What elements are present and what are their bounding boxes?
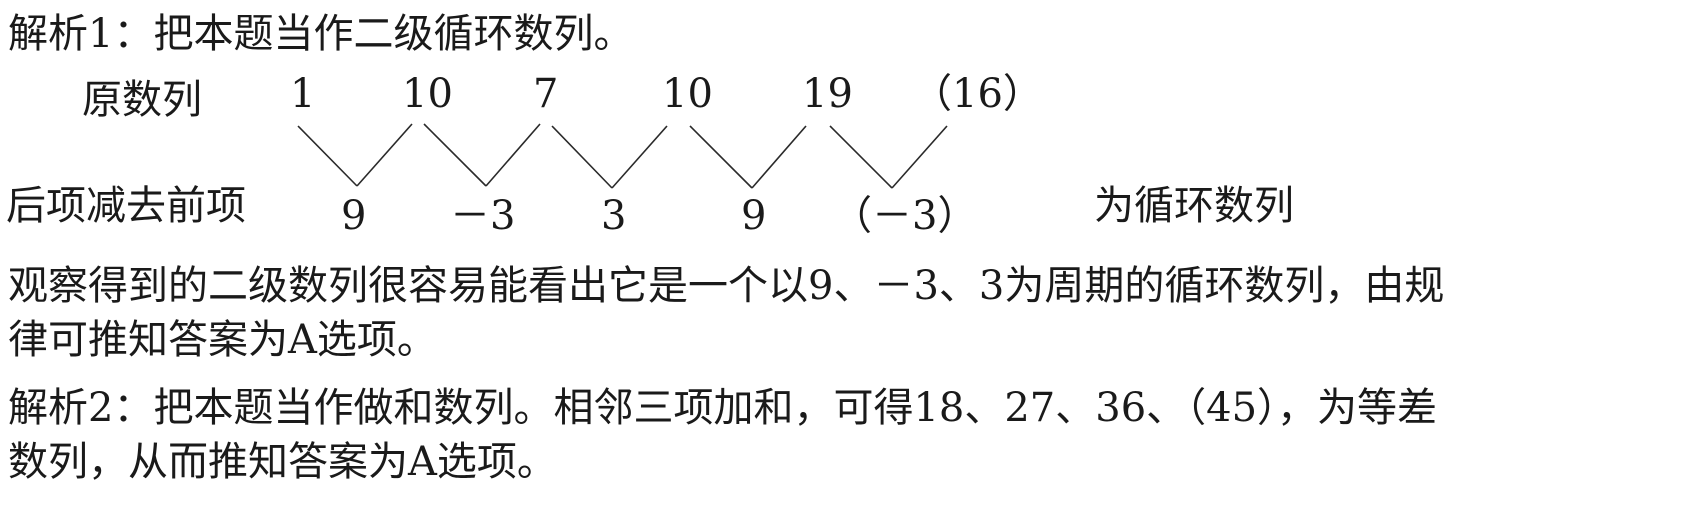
connector-line bbox=[551, 125, 613, 189]
connector-line bbox=[891, 125, 948, 189]
connector-line bbox=[297, 125, 358, 187]
connector-line bbox=[751, 125, 807, 189]
original-sequence-label: 原数列 bbox=[82, 77, 202, 123]
difference-term-3: 3 bbox=[601, 193, 627, 239]
solution1-explanation-line1: 观察得到的二级数列很容易能看出它是一个以9、－3、3为周期的循环数列，由规 bbox=[8, 263, 1445, 309]
connector-line bbox=[423, 123, 487, 187]
original-term-2: 10 bbox=[402, 71, 453, 117]
cyclic-sequence-note: 为循环数列 bbox=[1094, 183, 1294, 229]
solution1-heading: 解析1：把本题当作二级循环数列。 bbox=[8, 11, 634, 57]
connector-line bbox=[356, 123, 413, 187]
original-term-4: 10 bbox=[662, 71, 713, 117]
solution2-line2: 数列，从而推知答案为A选项。 bbox=[8, 439, 557, 485]
difference-sequence-label: 后项减去前项 bbox=[6, 183, 246, 229]
solution1-explanation-line2: 律可推知答案为A选项。 bbox=[8, 317, 437, 363]
connector-line bbox=[829, 125, 893, 189]
connector-line bbox=[689, 125, 753, 189]
original-term-5: 19 bbox=[802, 71, 853, 117]
difference-term-4: 9 bbox=[741, 193, 767, 239]
original-term-6: （16） bbox=[912, 71, 1043, 117]
difference-term-2: －3 bbox=[450, 193, 516, 239]
difference-term-1: 9 bbox=[341, 193, 367, 239]
original-term-3: 7 bbox=[533, 71, 559, 117]
connector-line bbox=[611, 125, 668, 189]
difference-term-5: （－3） bbox=[832, 193, 978, 239]
connector-line bbox=[485, 123, 541, 187]
solution2-line1: 解析2：把本题当作做和数列。相邻三项加和，可得18、27、36、（45），为等差 bbox=[8, 385, 1438, 431]
original-term-1: 1 bbox=[290, 71, 316, 117]
